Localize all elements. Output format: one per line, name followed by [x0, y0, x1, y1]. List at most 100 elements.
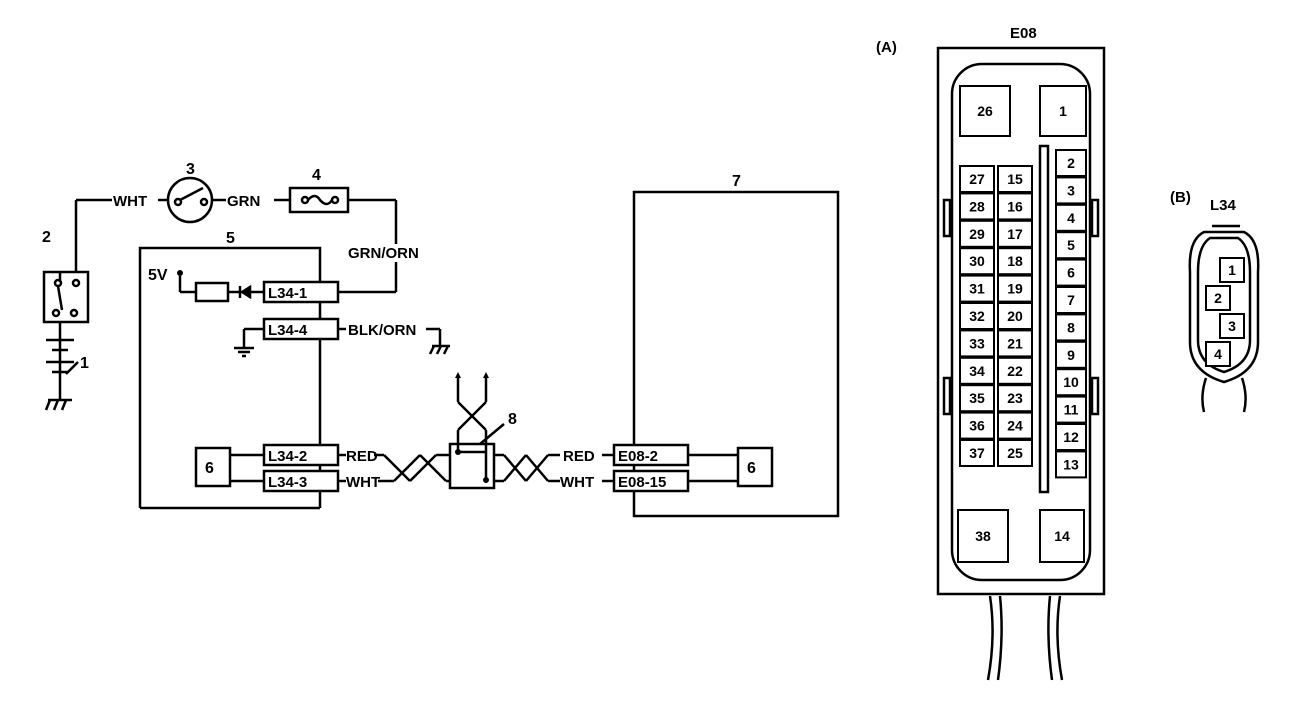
- pin-18: 18: [997, 247, 1033, 276]
- pin-label: 10: [1063, 374, 1079, 390]
- pin-21: 21: [997, 329, 1033, 358]
- callout-7: 7: [732, 173, 741, 190]
- pin-label: 1: [1059, 103, 1067, 119]
- pin-14: 14: [1039, 509, 1085, 563]
- terminal-l34-2: L34-2: [268, 448, 307, 465]
- callout-6-right: 6: [747, 460, 756, 477]
- pin-label: 17: [1007, 226, 1023, 242]
- pin-33: 33: [959, 329, 995, 358]
- pin-label: 13: [1063, 456, 1079, 472]
- wire-wht-right: WHT: [560, 474, 594, 491]
- pin-label: 19: [1007, 281, 1023, 297]
- connector-b-title: L34: [1210, 197, 1237, 214]
- pin-28: 28: [959, 192, 995, 221]
- pin-label: 34: [969, 363, 985, 379]
- pin-31: 31: [959, 274, 995, 303]
- pin-27: 27: [959, 165, 995, 193]
- voltage-label: 5V: [148, 267, 168, 284]
- callout-8: 8: [508, 411, 517, 428]
- callout-3: 3: [186, 161, 195, 178]
- pin-label: 33: [969, 335, 985, 351]
- pin-label: 3: [1228, 318, 1236, 334]
- pin-7: 7: [1055, 286, 1087, 314]
- pin-label: 21: [1007, 335, 1023, 351]
- pin-label: 28: [969, 198, 985, 214]
- pin-11: 11: [1055, 395, 1087, 424]
- terminal-e08-2: E08-2: [618, 448, 658, 465]
- callout-5: 5: [226, 230, 235, 247]
- pin-label: 8: [1067, 319, 1075, 335]
- pin-label: 5: [1067, 237, 1075, 253]
- pin-label: 2: [1214, 290, 1222, 306]
- pin-label: 4: [1067, 210, 1075, 226]
- pin-1: 1: [1039, 85, 1087, 137]
- wire-red-right: RED: [563, 448, 595, 465]
- pin-24: 24: [997, 411, 1033, 440]
- pin-label: 1: [1228, 262, 1236, 278]
- pin-label: 14: [1054, 528, 1070, 544]
- pin-13: 13: [1055, 450, 1087, 479]
- pin-23: 23: [997, 384, 1033, 413]
- callout-2: 2: [42, 229, 51, 246]
- pin-label: 7: [1067, 292, 1075, 308]
- terminal-l34-1: L34-1: [268, 285, 307, 302]
- terminal-e08-15: E08-15: [618, 474, 666, 491]
- pin-label: 38: [975, 528, 991, 544]
- pin-label: 3: [1067, 182, 1075, 198]
- pin-label: 4: [1214, 346, 1222, 362]
- pin-30: 30: [959, 247, 995, 276]
- pin-2: 2: [1055, 149, 1087, 177]
- pin-label: 35: [969, 390, 985, 406]
- pin-label: 23: [1007, 390, 1023, 406]
- wire-grn: GRN: [227, 193, 260, 210]
- connector-a-tag: (A): [876, 39, 897, 56]
- pin-label: 27: [969, 171, 985, 187]
- pin-label: 2: [1067, 155, 1075, 171]
- callout-4: 4: [312, 167, 321, 184]
- pin-label: 11: [1064, 402, 1079, 418]
- wire-wht-left: WHT: [346, 474, 380, 491]
- pin-label: 36: [969, 418, 985, 434]
- pin-9: 9: [1055, 340, 1087, 369]
- wire-grn-orn: GRN/ORN: [348, 245, 419, 262]
- pin-3: 3: [1219, 313, 1245, 339]
- pin-label: 30: [969, 253, 985, 269]
- pin-1: 1: [1219, 257, 1245, 283]
- pin-label: 26: [977, 103, 993, 119]
- pin-19: 19: [997, 274, 1033, 303]
- pin-2: 2: [1205, 285, 1231, 311]
- pin-label: 20: [1007, 308, 1023, 324]
- pin-label: 24: [1007, 418, 1023, 434]
- pin-label: 31: [969, 281, 985, 297]
- pin-label: 22: [1007, 363, 1023, 379]
- pin-37: 37: [959, 439, 995, 467]
- pin-label: 9: [1067, 347, 1075, 363]
- connector-b-tag: (B): [1170, 189, 1191, 206]
- pin-35: 35: [959, 384, 995, 413]
- pin-3: 3: [1055, 176, 1087, 205]
- pin-34: 34: [959, 356, 995, 385]
- pin-38: 38: [957, 509, 1009, 563]
- pin-5: 5: [1055, 231, 1087, 260]
- pin-25: 25: [997, 439, 1033, 467]
- pin-12: 12: [1055, 423, 1087, 451]
- pin-10: 10: [1055, 368, 1087, 397]
- pin-4: 4: [1205, 341, 1231, 367]
- pin-26: 26: [959, 85, 1011, 137]
- pin-label: 25: [1007, 445, 1023, 461]
- wire-red-left: RED: [346, 448, 378, 465]
- pin-label: 29: [969, 226, 985, 242]
- pin-label: 18: [1007, 253, 1023, 269]
- pin-22: 22: [997, 356, 1033, 385]
- terminal-l34-3: L34-3: [268, 474, 307, 491]
- pin-label: 6: [1067, 265, 1075, 281]
- pin-16: 16: [997, 192, 1033, 221]
- pin-label: 16: [1007, 198, 1023, 214]
- callout-6-left: 6: [205, 460, 214, 477]
- connector-a-title: E08: [1010, 25, 1037, 42]
- callout-1: 1: [80, 355, 89, 372]
- terminal-l34-4: L34-4: [268, 322, 308, 339]
